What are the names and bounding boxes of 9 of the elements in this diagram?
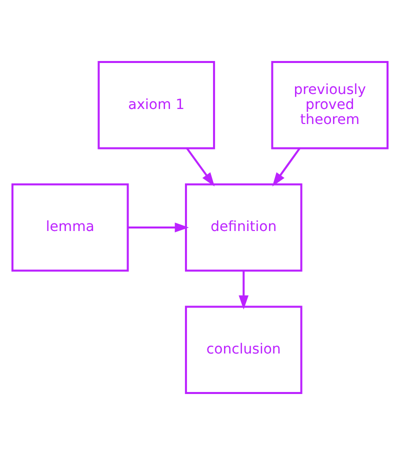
node-box: previously proved theorem <box>271 61 389 150</box>
arrow <box>186 148 215 186</box>
arrow <box>272 148 300 186</box>
arrow <box>238 270 249 310</box>
arrow <box>128 222 189 232</box>
node-box: axiom 1 <box>98 61 216 150</box>
node-box: conclusion <box>184 306 302 394</box>
node-box: lemma <box>11 183 129 272</box>
node-box: definition <box>184 183 302 272</box>
